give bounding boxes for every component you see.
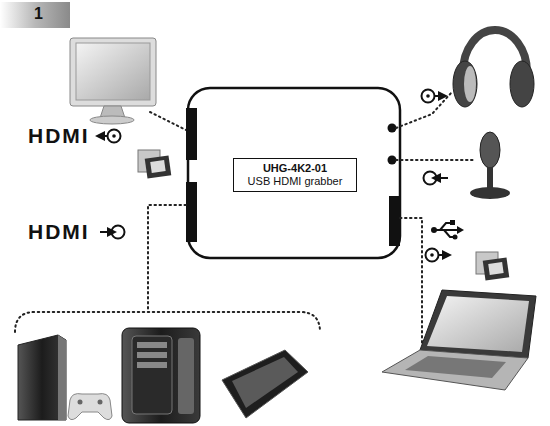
monitor-frame [70, 38, 156, 106]
dotted-cable [396, 159, 476, 161]
dotted-cable [400, 218, 422, 345]
usb-symbol [450, 220, 455, 225]
tablet [222, 350, 308, 418]
laptop-screen [427, 296, 529, 352]
headphone-cushion [464, 66, 476, 102]
hdmi-logo: HDMI [28, 124, 90, 148]
tablet-screen [232, 357, 298, 408]
grabber-body [188, 88, 400, 258]
hdmi-port [186, 108, 197, 160]
device-name: USB HDMI grabber [248, 175, 343, 188]
pc-tower [122, 328, 200, 423]
port-arrow [439, 254, 450, 256]
port-icon-dot [426, 94, 430, 98]
game-console [18, 335, 66, 420]
laptop-keyboard [405, 356, 506, 378]
port-icon [422, 90, 435, 103]
film-frame [150, 160, 165, 173]
mic-base [470, 187, 510, 199]
dotted-cable [148, 205, 186, 312]
port-arrow [97, 135, 107, 137]
port-icon-dot [112, 134, 116, 138]
model-name: UHG-4K2-01 [263, 162, 327, 175]
film-icon [483, 257, 510, 280]
label-box: UHG-4K2-01USB HDMI grabber [233, 158, 357, 192]
port-icon [108, 130, 121, 143]
headphone-cup [453, 61, 477, 107]
gamepad [68, 394, 112, 420]
hdmi-port [186, 182, 197, 242]
film-icon [145, 155, 172, 178]
port-arrow [433, 177, 448, 179]
port-icon [426, 249, 439, 262]
mic-stem [487, 167, 493, 189]
usb-symbol [457, 226, 464, 234]
film-frame [488, 262, 503, 275]
figure-tab [0, 2, 70, 28]
pc-side [178, 338, 194, 414]
laptop-lid [420, 290, 536, 358]
pc-bay [137, 352, 167, 358]
pc-bay [137, 362, 167, 368]
headphone-cup [510, 61, 534, 107]
gamepad-button [98, 400, 103, 405]
figure-number: 1 [34, 5, 43, 23]
laptop-base [382, 350, 528, 390]
pc-front [132, 336, 172, 414]
gamepad-button [78, 400, 83, 405]
usb-symbol [453, 235, 458, 240]
monitor-screen [76, 43, 150, 100]
port-icon-dot [430, 253, 434, 257]
monitor-base [90, 116, 134, 124]
usb-port [389, 196, 400, 246]
console-side [58, 335, 66, 420]
port-arrow [435, 95, 446, 97]
hdmi-logo: HDMI [28, 220, 90, 244]
dotted-cable [150, 112, 190, 132]
port-arrow [100, 231, 115, 233]
pc-bay [137, 342, 167, 348]
mic-head [480, 132, 500, 168]
